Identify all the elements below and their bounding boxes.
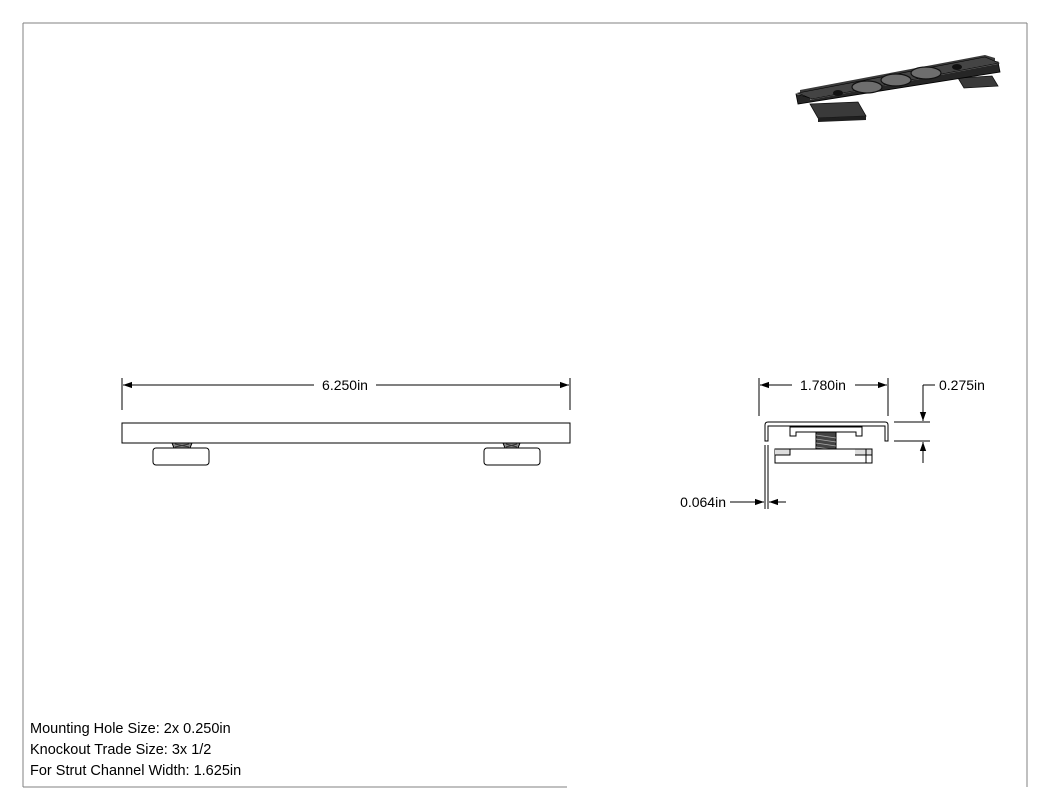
spec-notes: Mounting Hole Size: 2x 0.250in Knockout … xyxy=(30,721,241,779)
iso-foot-right xyxy=(957,75,999,89)
side-top-channel xyxy=(764,421,889,442)
dimension-height-label: 0.275in xyxy=(939,377,985,393)
front-view xyxy=(121,422,571,466)
iso-knockout-1 xyxy=(851,80,883,94)
dimension-length xyxy=(121,378,571,410)
note-mounting-hole: Mounting Hole Size: 2x 0.250in xyxy=(30,721,231,737)
dimension-length-label: 6.250in xyxy=(322,377,368,393)
dimension-height xyxy=(894,384,935,463)
iso-knockout-3 xyxy=(910,66,942,80)
iso-mounting-hole-left xyxy=(833,90,843,96)
front-plate xyxy=(121,422,571,444)
front-foot-left xyxy=(152,447,210,466)
dimension-width xyxy=(758,378,889,416)
sheet-border xyxy=(22,22,1028,788)
dimension-thickness-label: 0.064in xyxy=(680,494,726,510)
iso-foot-left xyxy=(809,101,867,119)
dimension-thickness xyxy=(730,445,786,509)
iso-mounting-hole-right xyxy=(952,64,962,70)
front-foot-right xyxy=(483,447,541,466)
side-nut-bottom xyxy=(774,448,873,464)
note-strut-channel-width: For Strut Channel Width: 1.625in xyxy=(30,763,241,779)
iso-knockout-2 xyxy=(880,73,912,87)
dimension-width-label: 1.780in xyxy=(800,377,846,393)
side-view xyxy=(764,421,889,464)
note-knockout-trade-size: Knockout Trade Size: 3x 1/2 xyxy=(30,742,211,758)
isometric-view xyxy=(795,55,1001,122)
